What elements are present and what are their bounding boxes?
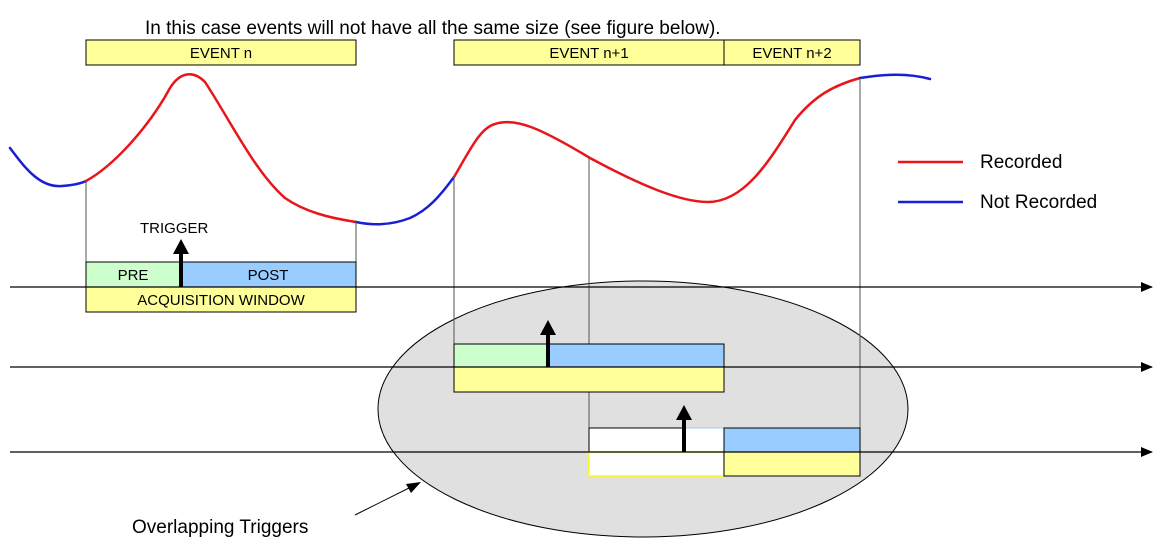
pre-box-2 [453, 343, 549, 368]
trigger-label: TRIGGER [140, 220, 209, 237]
acquisition-row-2 [453, 343, 725, 393]
trigger-arrow-2 [540, 320, 556, 367]
caption: In this case events will not have all th… [145, 18, 721, 39]
signal-recorded-event-n [84, 73, 358, 224]
legend: Recorded Not Recorded [898, 152, 1097, 213]
signal-not-recorded-gap [354, 175, 456, 226]
acquisition-box-1 [85, 286, 357, 313]
legend-not-recorded-label: Not Recorded [980, 192, 1097, 213]
event-n1-box [453, 39, 725, 66]
acquisition-box-2 [453, 366, 725, 393]
signal-not-recorded-start [8, 146, 88, 188]
event-n2-box [723, 39, 861, 66]
event-bars: EVENT n EVENT n+1 EVENT n+2 [85, 39, 861, 66]
post-box-3-overlap [683, 427, 725, 453]
event-n-label: EVENT n [190, 45, 252, 62]
acquisition-label: ACQUISITION WINDOW [137, 292, 305, 309]
signal-not-recorded-end [858, 73, 932, 81]
legend-recorded-label: Recorded [980, 152, 1062, 173]
acquisition-box-3 [723, 451, 861, 477]
post-box-2 [547, 343, 725, 368]
post-box-3 [723, 427, 861, 453]
overlap-ellipse [377, 280, 909, 538]
trigger-arrows [173, 239, 692, 452]
acquisition-row-1: PRE POST ACQUISITION WINDOW [85, 261, 357, 313]
pre-label: PRE [118, 267, 149, 284]
signal-waveform [8, 73, 932, 226]
post-label: POST [248, 267, 289, 284]
trigger-arrow-3 [676, 405, 692, 452]
time-axes [10, 282, 1153, 457]
event-n-box [85, 39, 357, 66]
event-n2-label: EVENT n+2 [752, 45, 831, 62]
signal-recorded-events-n1-n2 [452, 76, 862, 204]
pre-box-3-rejected [588, 427, 685, 453]
overlap-label: Overlapping Triggers [132, 517, 308, 538]
overlap-pointer [354, 482, 421, 516]
acquisition-box-3-overlap [588, 451, 725, 477]
event-n1-label: EVENT n+1 [549, 45, 628, 62]
trigger-arrow-1 [173, 239, 189, 287]
